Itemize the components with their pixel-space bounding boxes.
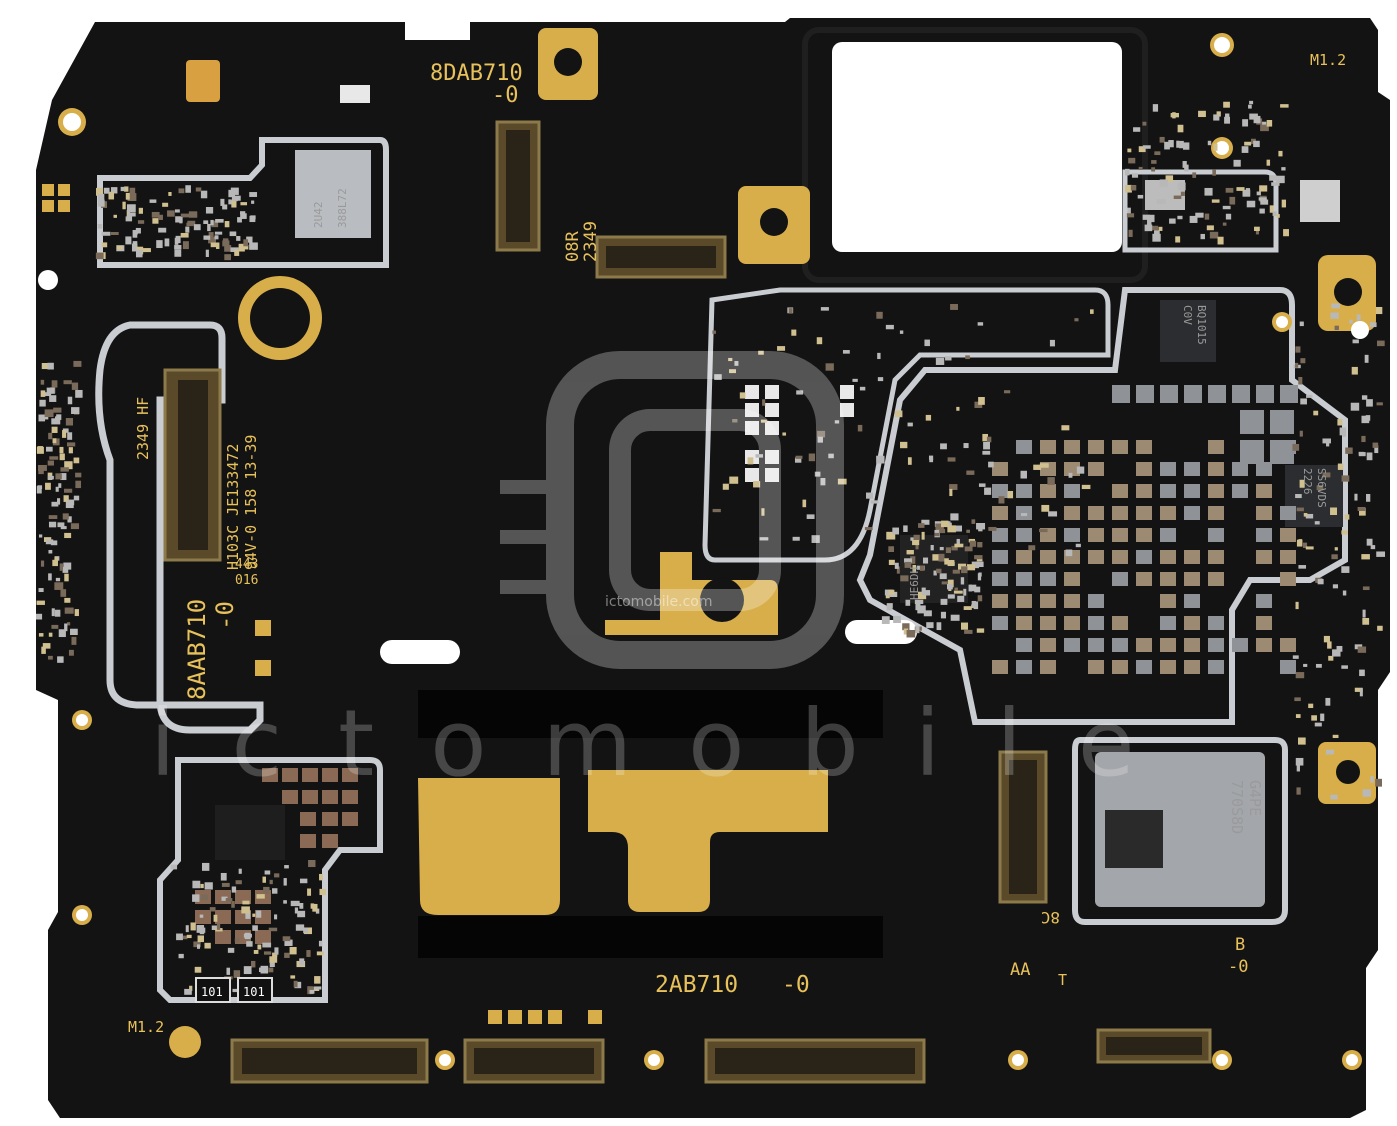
gold-pad-large-left: [418, 778, 560, 915]
silk-lot-2: 016: [235, 573, 258, 588]
chip-mark-pmic-1: SS6VDS: [1315, 468, 1328, 508]
shield-frame-left: [95, 321, 264, 734]
silk-label-8c: 8C: [1041, 908, 1060, 927]
silk-date-code-2: 2349: [581, 221, 601, 262]
watermark-brand: ictomobile: [150, 690, 1191, 797]
board-cutout: [832, 42, 1122, 252]
silk-left-rev: -0: [211, 601, 239, 630]
silk-cert-2: 94V-0 158 13-39: [242, 435, 260, 570]
chip-mark-top-2: 388L72: [336, 188, 349, 228]
silk-cert-1: H103C JE133472: [224, 444, 242, 570]
silk-mark-bottom-left: M1.2: [128, 1018, 164, 1036]
chip-mark-top-1: 2U42: [312, 202, 325, 229]
silk-label-t: T: [1058, 971, 1067, 989]
chip-mark-right-2: C0V: [1181, 305, 1194, 325]
component-field: [36, 100, 1386, 995]
chip-mark-small: HE6DH: [908, 567, 921, 600]
watermark-site: ictomobile.com: [605, 594, 712, 610]
silk-top-rev: -0: [492, 83, 519, 108]
shield-frame-bottom-left: [157, 757, 383, 1003]
chip-mark-memory-1: 770S8D: [1228, 780, 1246, 834]
board-connectors: [163, 120, 1212, 1084]
board-chips: [186, 60, 1343, 907]
watermark-logo: [500, 351, 844, 669]
silk-ul-mark: 2349 HF: [134, 397, 152, 460]
shield-frame-top: [97, 137, 389, 268]
silk-top-part: 8DAB710: [430, 61, 523, 86]
gold-pad-large-right: [588, 770, 828, 912]
shield-frame-bottom-right: [1072, 737, 1288, 925]
chip-mark-pmic-2: 2226: [1301, 468, 1314, 495]
silk-label-b: B: [1235, 935, 1245, 955]
silk-lot-1: 443: [235, 557, 258, 572]
tape-strip-top: [418, 690, 883, 738]
silk-mark-top-right: M1.2: [1310, 51, 1346, 69]
shield-frame-center: [702, 287, 1111, 563]
tape-strip-bottom: [418, 916, 883, 958]
silk-left-part: 8AAB710: [183, 599, 211, 700]
silk-date-code-1: 08R: [563, 231, 583, 262]
silk-bottom-part: 2AB710: [655, 972, 738, 998]
silk-resistor-1: 101: [201, 985, 223, 999]
silk-bottom-rev: -0: [782, 972, 810, 998]
silk-label-aa: AA: [1010, 960, 1030, 980]
silk-label-b-rev: -0: [1228, 957, 1248, 977]
silk-resistor-2: 101: [243, 985, 265, 999]
chip-mark-right-1: BQ1015: [1195, 305, 1208, 345]
board-outline: [36, 18, 1390, 1118]
shield-frame-main: [856, 287, 1348, 725]
chip-mark-memory-2: G4PE: [1246, 780, 1264, 816]
